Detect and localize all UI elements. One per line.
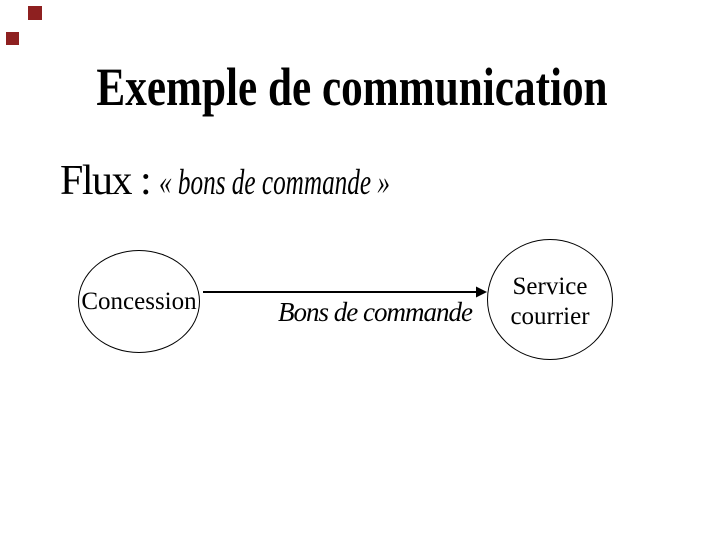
node-ellipse-concession: Concession (78, 250, 200, 353)
corner-ornament-top-icon (28, 6, 42, 20)
flux-line: Flux : « bons de commande » (60, 160, 489, 202)
node-label-service-courrier: Service courrier (510, 272, 589, 332)
node-label-line: courrier (510, 303, 590, 330)
slide-title: Exemple de communication (96, 57, 608, 117)
node-label-concession: Concession (81, 288, 197, 315)
flux-label: Flux : (60, 158, 160, 204)
flux-value: « bons de commande » (159, 162, 391, 202)
arrow-label: Bons de commande (278, 297, 473, 327)
node-label-line: Service (512, 273, 588, 300)
arrow-head-icon (476, 286, 487, 298)
corner-ornament-bottom-icon (6, 32, 19, 45)
node-ellipse-service-courrier: Service courrier (487, 239, 613, 360)
flow-arrow (203, 286, 487, 298)
